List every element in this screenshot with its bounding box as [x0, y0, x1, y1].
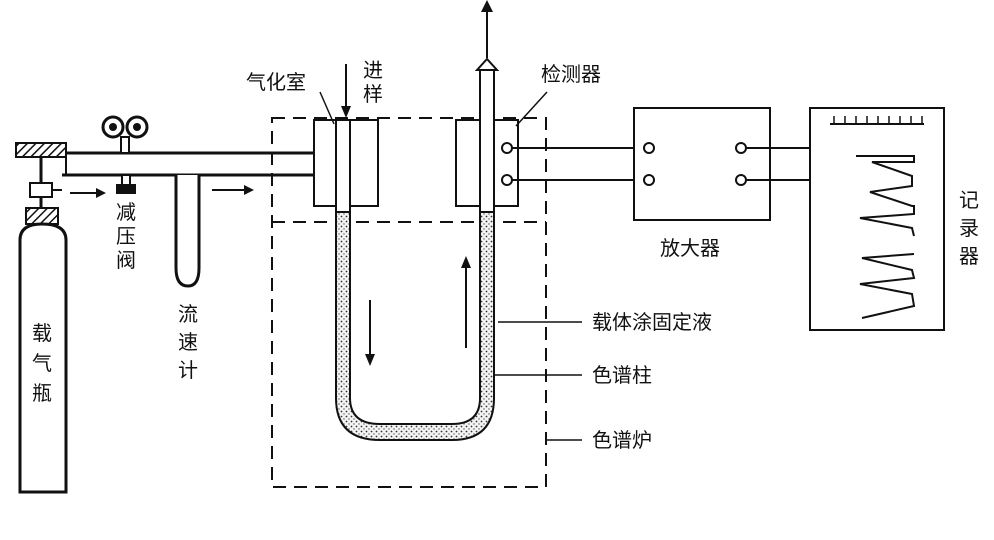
amplifier-wires [746, 147, 810, 181]
label-vaporization-chamber: 气化室 [246, 70, 306, 94]
detector-wires [512, 147, 644, 181]
flow-meter [174, 175, 201, 288]
chromatographic-column [335, 211, 495, 441]
flow-arrow-icon [70, 188, 106, 198]
column-oven [271, 117, 547, 488]
carrier-gas-cylinder [15, 142, 68, 494]
pressure-reducing-valve [101, 115, 149, 194]
chromatogram-trace [856, 155, 916, 319]
label-stationary-liquid: 载体涂固定液 [592, 310, 712, 334]
label-chromatographic-column: 色谱柱 [592, 363, 652, 387]
label-carrier-gas-cylinder: 载气瓶 [32, 321, 52, 405]
gas-line [62, 151, 316, 177]
flow-arrow-icon [212, 185, 254, 195]
label-flow-meter: 流速计 [178, 302, 198, 382]
label-detector: 检测器 [541, 62, 601, 86]
column-flow-down-arrow-icon [365, 300, 375, 366]
label-sample-injection: 进样 [363, 58, 383, 106]
leader-lines [319, 91, 582, 441]
label-pressure-reducing-valve: 减压阀 [116, 200, 136, 272]
recorder-box [809, 107, 945, 331]
label-recorder: 记录器 [959, 188, 979, 268]
column-flow-up-arrow-icon [461, 256, 471, 348]
vaporization-chamber [313, 119, 379, 213]
label-amplifier: 放大器 [660, 236, 720, 260]
amplifier-box [633, 107, 771, 221]
label-column-oven: 色谱炉 [592, 428, 652, 452]
sample-injection-arrow-icon [341, 64, 351, 118]
detector-outlet-tube [474, 0, 500, 213]
